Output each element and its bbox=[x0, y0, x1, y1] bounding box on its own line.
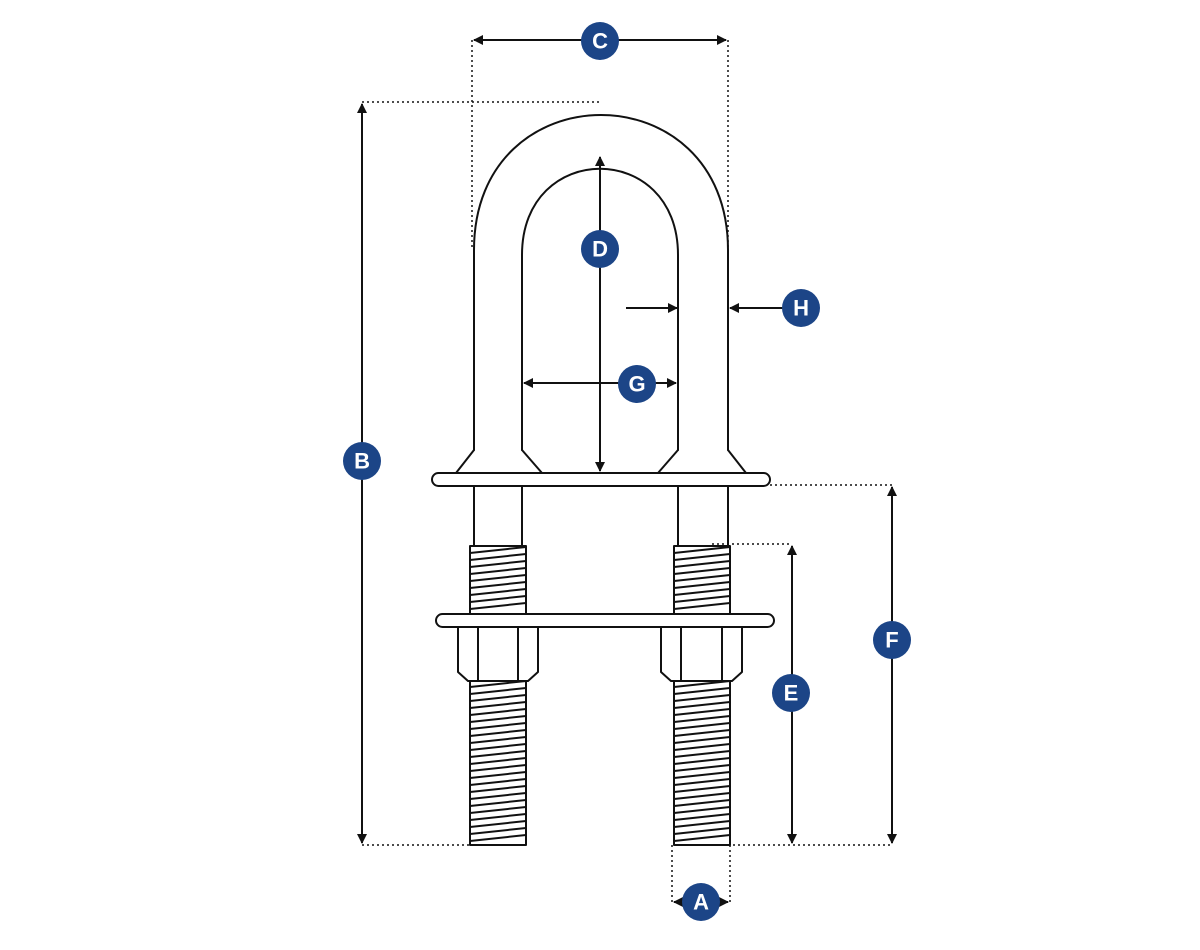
badge-f-label: F bbox=[885, 628, 898, 653]
badge-h-label: H bbox=[793, 296, 809, 321]
thread-line bbox=[673, 743, 731, 751]
left-thread-upper-lines bbox=[469, 546, 527, 610]
thread-line bbox=[673, 778, 731, 786]
thread-line bbox=[673, 757, 731, 765]
badge-h: H bbox=[782, 289, 820, 327]
thread-line bbox=[673, 546, 731, 554]
thread-line bbox=[673, 736, 731, 744]
thread-line bbox=[469, 588, 527, 596]
thread-line bbox=[469, 715, 527, 723]
thread-line bbox=[469, 757, 527, 765]
thread-line bbox=[673, 813, 731, 821]
thread-line bbox=[673, 708, 731, 716]
thread-line bbox=[469, 834, 527, 842]
right-nut bbox=[660, 626, 743, 682]
thread-line bbox=[469, 729, 527, 737]
thread-line bbox=[673, 750, 731, 758]
thread-line bbox=[469, 806, 527, 814]
thread-line bbox=[673, 771, 731, 779]
badge-g: G bbox=[618, 365, 656, 403]
thread-line bbox=[469, 750, 527, 758]
thread-line bbox=[469, 827, 527, 835]
thread-line bbox=[469, 785, 527, 793]
thread-line bbox=[673, 799, 731, 807]
thread-line bbox=[469, 736, 527, 744]
extension-lines bbox=[362, 40, 892, 902]
thread-line bbox=[469, 708, 527, 716]
shoulder-left bbox=[455, 449, 543, 474]
thread-line bbox=[673, 595, 731, 603]
badge-c-label: C bbox=[592, 29, 608, 54]
thread-line bbox=[673, 785, 731, 793]
left-thread-lower-lines bbox=[469, 680, 527, 842]
u-bolt-body bbox=[455, 114, 747, 474]
thread-line bbox=[469, 820, 527, 828]
dimension-arrows bbox=[357, 35, 897, 907]
thread-line bbox=[673, 820, 731, 828]
thread-line bbox=[673, 806, 731, 814]
thread-line bbox=[673, 602, 731, 610]
thread-line bbox=[469, 813, 527, 821]
thread-line bbox=[673, 560, 731, 568]
badge-e: E bbox=[772, 674, 810, 712]
badge-d: D bbox=[581, 230, 619, 268]
right-thread-lower-lines bbox=[673, 680, 731, 842]
left-leg bbox=[469, 485, 527, 846]
badge-c: C bbox=[581, 22, 619, 60]
badge-b: B bbox=[343, 442, 381, 480]
top-plate bbox=[431, 472, 771, 487]
thread-line bbox=[673, 588, 731, 596]
thread-line bbox=[469, 694, 527, 702]
thread-line bbox=[673, 764, 731, 772]
thread-line bbox=[469, 546, 527, 554]
thread-line bbox=[673, 567, 731, 575]
badge-g-label: G bbox=[628, 372, 645, 397]
right-leg bbox=[673, 485, 731, 846]
thread-line bbox=[469, 560, 527, 568]
thread-line bbox=[469, 567, 527, 575]
bottom-plate bbox=[435, 613, 775, 628]
badge-a-label: A bbox=[693, 890, 709, 915]
thread-line bbox=[469, 799, 527, 807]
thread-line bbox=[469, 553, 527, 561]
thread-line bbox=[469, 687, 527, 695]
thread-line bbox=[673, 701, 731, 709]
thread-line bbox=[673, 715, 731, 723]
thread-line bbox=[673, 722, 731, 730]
shoulder-right bbox=[657, 449, 747, 474]
thread-line bbox=[469, 771, 527, 779]
thread-line bbox=[469, 701, 527, 709]
thread-line bbox=[469, 595, 527, 603]
thread-line bbox=[469, 581, 527, 589]
bend-outer bbox=[473, 114, 729, 451]
thread-line bbox=[469, 722, 527, 730]
badge-d-label: D bbox=[592, 237, 608, 262]
badge-b-label: B bbox=[354, 449, 370, 474]
right-thread-upper-lines bbox=[673, 546, 731, 610]
thread-line bbox=[469, 778, 527, 786]
thread-line bbox=[469, 764, 527, 772]
thread-line bbox=[673, 792, 731, 800]
thread-line bbox=[673, 687, 731, 695]
thread-line bbox=[469, 602, 527, 610]
thread-line bbox=[469, 743, 527, 751]
badge-a: A bbox=[682, 883, 720, 921]
thread-line bbox=[673, 729, 731, 737]
thread-line bbox=[673, 694, 731, 702]
badge-f: F bbox=[873, 621, 911, 659]
thread-line bbox=[673, 827, 731, 835]
thread-line bbox=[469, 792, 527, 800]
badge-e-label: E bbox=[784, 681, 799, 706]
thread-line bbox=[469, 574, 527, 582]
thread-line bbox=[673, 574, 731, 582]
thread-line bbox=[673, 581, 731, 589]
left-nut bbox=[457, 626, 539, 682]
thread-line bbox=[673, 553, 731, 561]
thread-line bbox=[673, 834, 731, 842]
